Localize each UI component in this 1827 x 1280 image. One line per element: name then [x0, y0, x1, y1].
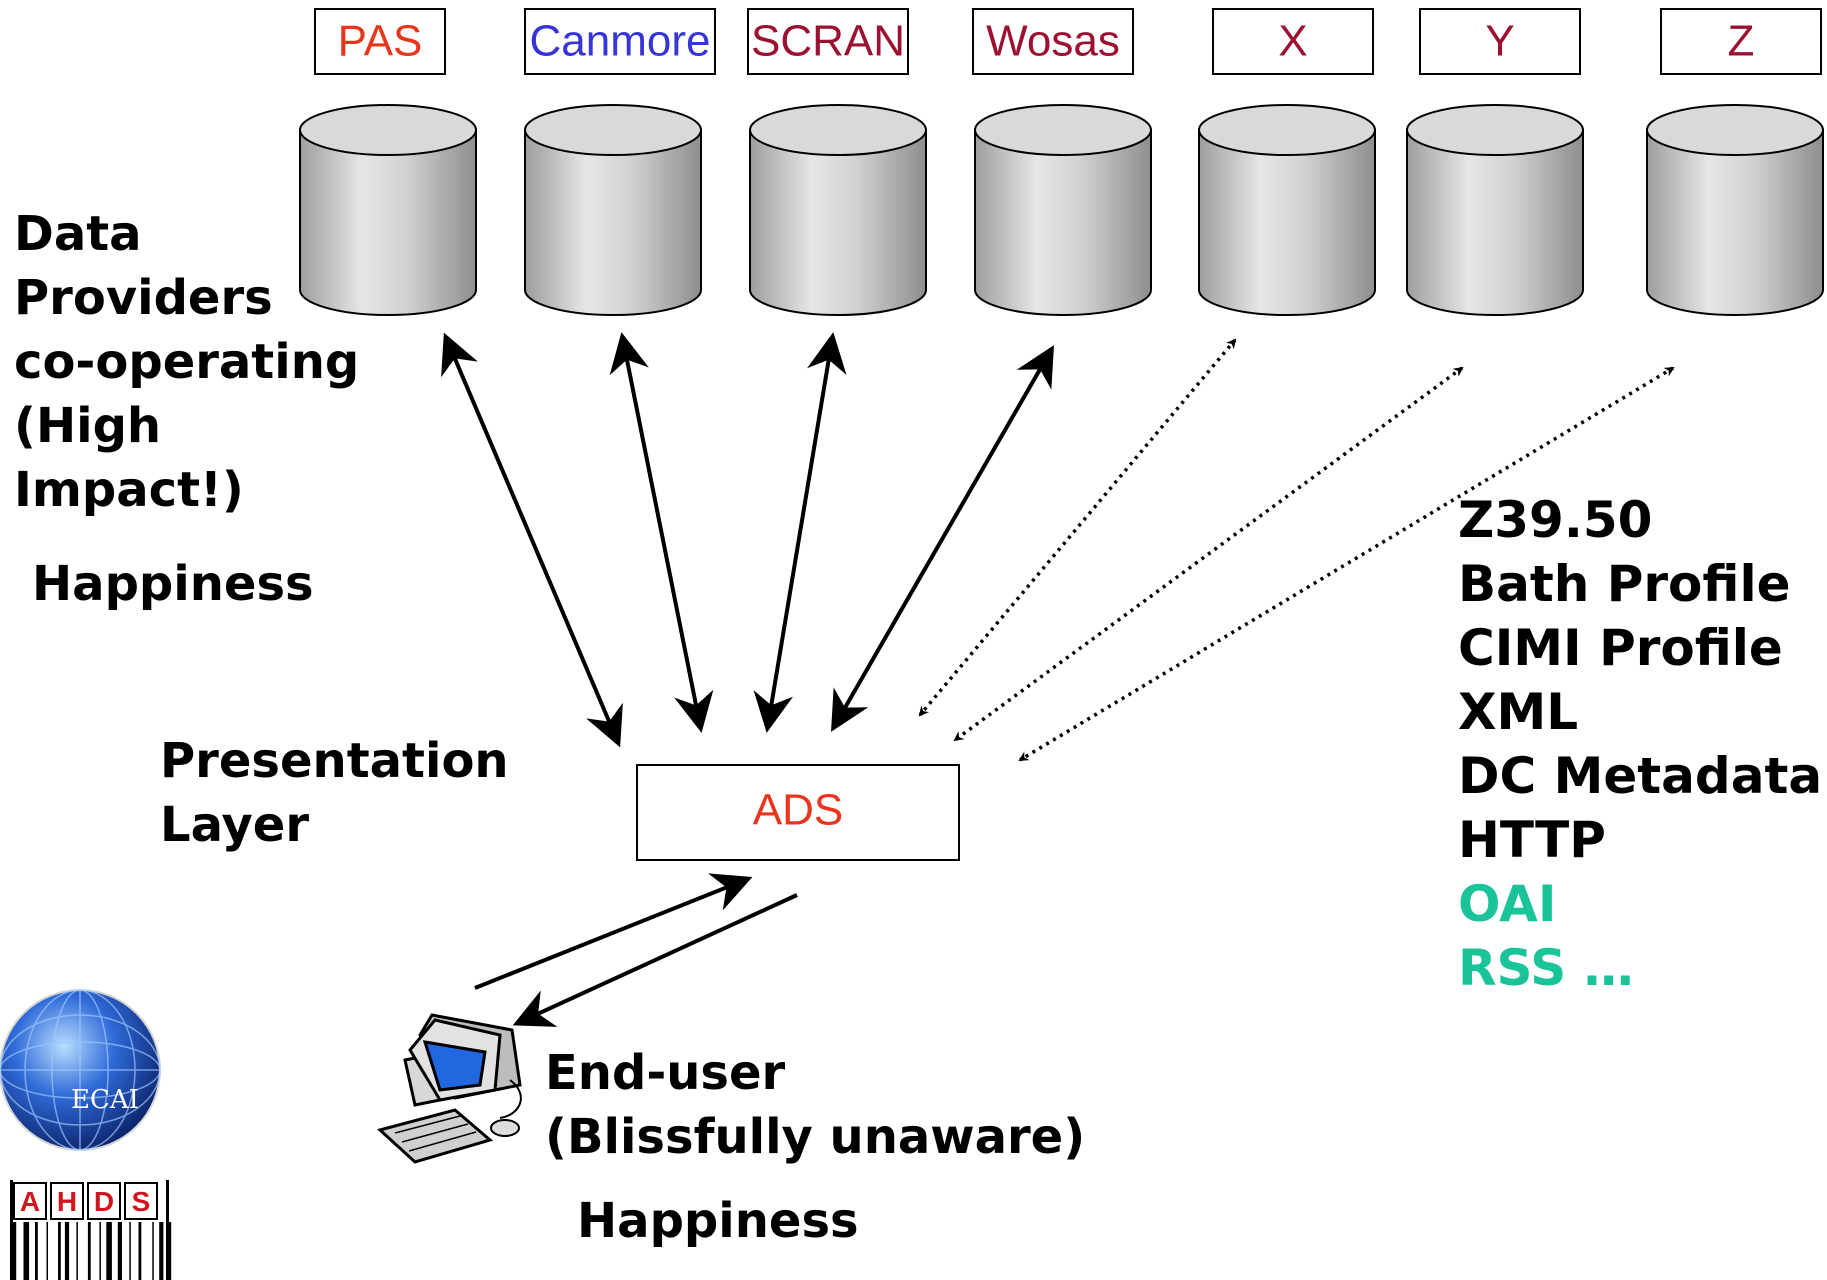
- database-icon: [1406, 104, 1584, 316]
- svg-text:(Blissfully unaware): (Blissfully unaware): [545, 1109, 1085, 1165]
- presentation-layer-label: Presentation Layer: [160, 733, 509, 853]
- svg-text:Providers: Providers: [14, 270, 273, 326]
- database-icon: [974, 104, 1152, 316]
- provider-label-text: Y: [1485, 17, 1514, 66]
- connection-arrow-z: [1018, 366, 1675, 762]
- provider-label-text: Wosas: [986, 17, 1120, 66]
- end-user-label: End-user (Blissfully unaware): [545, 1045, 1085, 1165]
- protocol-item: XML: [1458, 683, 1578, 741]
- svg-text:ECAI: ECAI: [71, 1085, 139, 1115]
- protocol-item: Bath Profile: [1458, 555, 1791, 613]
- provider-label-wosas: Wosas: [972, 8, 1134, 75]
- provider-label-text: Z: [1728, 17, 1755, 66]
- user-response-arrow: [512, 893, 798, 1027]
- data-providers-label: Data Providers co-operating (High Impact…: [14, 206, 359, 518]
- connection-arrow-x: [918, 338, 1237, 717]
- provider-label-x: X: [1212, 8, 1374, 75]
- svg-text:Data: Data: [14, 206, 142, 262]
- svg-text:End-user: End-user: [545, 1045, 786, 1101]
- provider-label-text: SCRAN: [751, 17, 905, 66]
- provider-label-canmore: Canmore: [524, 8, 716, 75]
- svg-text:S: S: [132, 1186, 151, 1217]
- computer-icon: [376, 1013, 522, 1164]
- protocol-item: Z39.50: [1458, 491, 1652, 549]
- database-icon: [524, 104, 702, 316]
- svg-text:D: D: [94, 1186, 114, 1217]
- database-icon: [1646, 104, 1824, 316]
- provider-label-text: Canmore: [530, 17, 711, 66]
- svg-text:(High: (High: [14, 398, 161, 454]
- user-request-arrow: [474, 873, 753, 990]
- ads-box: ADS: [636, 764, 960, 861]
- end-user-happiness-label: Happiness: [577, 1193, 859, 1249]
- provider-label-y: Y: [1419, 8, 1581, 75]
- providers-happiness-label: Happiness: [32, 556, 314, 612]
- ads-label: ADS: [753, 786, 843, 835]
- svg-text:co-operating: co-operating: [14, 334, 359, 390]
- connection-arrow-canmore: [609, 332, 714, 733]
- protocol-list: Z39.50 Bath Profile CIMI Profile XML DC …: [1458, 491, 1822, 997]
- provider-label-text: PAS: [338, 17, 423, 66]
- database-icon: [1198, 104, 1376, 316]
- svg-text:Impact!): Impact!): [14, 462, 244, 518]
- provider-label-scran: SCRAN: [747, 8, 909, 75]
- svg-text:Presentation: Presentation: [160, 733, 509, 789]
- connection-arrow-y: [953, 366, 1464, 742]
- svg-text:A: A: [20, 1186, 40, 1217]
- connection-arrow-wosas: [831, 345, 1054, 732]
- database-icon: [299, 104, 477, 316]
- svg-text:Layer: Layer: [160, 797, 309, 853]
- protocol-item: CIMI Profile: [1458, 619, 1783, 677]
- protocol-item: OAI: [1458, 875, 1556, 933]
- svg-text:H: H: [57, 1186, 77, 1217]
- protocol-item: HTTP: [1458, 811, 1606, 869]
- provider-label-z: Z: [1660, 8, 1822, 75]
- protocol-item: DC Metadata: [1458, 747, 1822, 805]
- connection-arrow-pas: [441, 332, 623, 748]
- ecai-logo: ECAI: [0, 989, 161, 1151]
- provider-label-text: X: [1278, 17, 1307, 66]
- database-icon: [749, 104, 927, 316]
- protocol-item: RSS …: [1458, 939, 1634, 997]
- connection-arrow-scran: [753, 332, 847, 733]
- provider-label-pas: PAS: [314, 8, 446, 75]
